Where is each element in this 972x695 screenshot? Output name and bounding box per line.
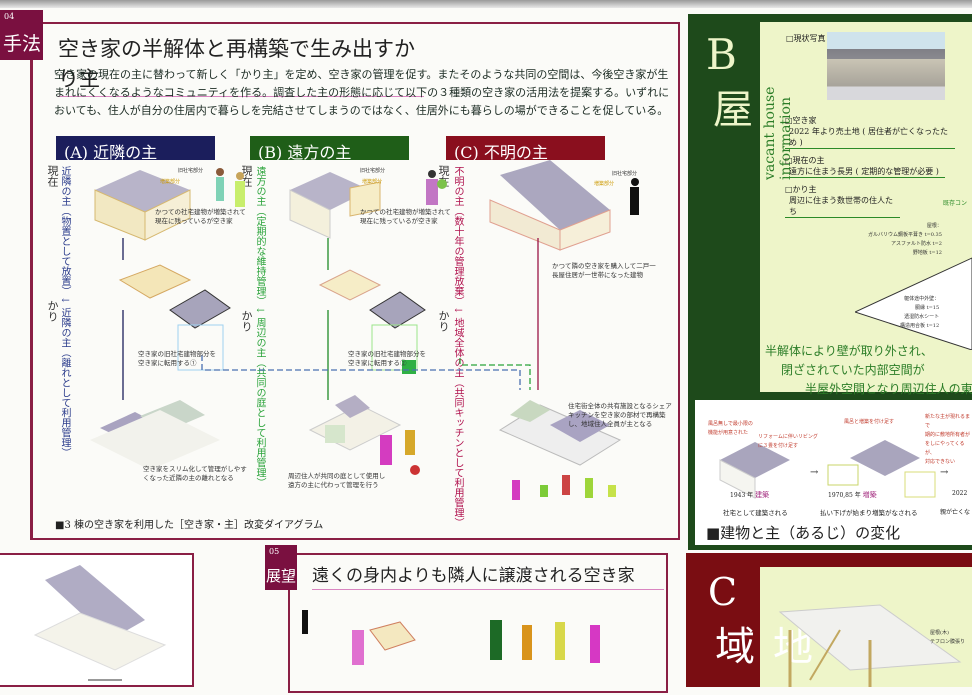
- callout-b-old: 旧社宅部分: [360, 168, 386, 174]
- house-a-result-illustration: [90, 400, 220, 470]
- callout-c-add: 増築部分: [594, 181, 615, 187]
- callout-c-old: 旧社宅部分: [612, 171, 638, 177]
- timeline-note-2b: 風呂と増築を付け足す: [844, 419, 895, 425]
- longhouse-illustration: [33, 565, 167, 681]
- section-tag-label: 手法: [3, 33, 42, 55]
- section-tag-label: 展望: [266, 567, 297, 585]
- timeline-2022: 2022: [952, 490, 968, 497]
- panel-b-letter: B: [706, 30, 737, 79]
- section-number: 04: [4, 12, 15, 21]
- caption-c-top: かつて隣の空き家を購入して二戸一長屋住居が一世帯になった建物: [552, 262, 656, 279]
- section-04-tag: 04 手法: [0, 10, 43, 60]
- house-b-result-illustration: [308, 395, 402, 451]
- svg-text:→: →: [810, 467, 819, 478]
- timeline-note-3: 新たな主が現れるまで期的に敷地所有者がをしにやってくるが、対応できない: [925, 414, 971, 465]
- house-b-current-illustration: [289, 172, 381, 239]
- column-a-vertical-text: 近隣の主（物置として放置）↓ 近隣の主（離れとして利用管理）: [59, 166, 70, 458]
- column-b-header: (B) 遠方の主: [250, 136, 409, 162]
- intro-paragraph: 空き家の現在の主に替わって新しく「かり主」を定め、空き家の管理を促す。またそのよ…: [54, 66, 669, 120]
- house-a-disassembled-illustration: [118, 264, 231, 371]
- table-illustration: [778, 604, 962, 687]
- timeline-illustrations: → →: [719, 440, 949, 499]
- section-04-frame: [30, 22, 680, 540]
- section-05-title: 遠くの身内よりも隣人に譲渡される空き家: [312, 561, 664, 590]
- caption-a-mid: 空き家の旧社宅建物部分を空き家に転用する①: [138, 350, 216, 367]
- diagram-illustrations: [90, 160, 639, 500]
- caption-a-top: かつての社宅建物が増築されて現在に残っているが空き家: [155, 208, 246, 225]
- person-walking-illustration: [426, 170, 447, 205]
- flow-arrows: [122, 238, 539, 400]
- label-kari-b: かり: [240, 310, 253, 332]
- timeline-1943: 1943 年 建築: [730, 491, 770, 499]
- caption-b-top: かつての社宅建物が増築されて現在に残っているが空き家: [360, 208, 451, 225]
- timeline-desc-3: 親が亡くな: [940, 509, 971, 516]
- timeline-note-1: 風呂無しで最小限の機能が用意された: [708, 421, 753, 436]
- caption-c-bottom: 住宅街全体の共有施設となるシェアキッチンを空き家の部材で再構築し、地域住人全員が…: [568, 402, 672, 428]
- section-05-tag: 05 展望: [265, 545, 297, 590]
- label-now-a: 現在: [46, 165, 59, 187]
- timeline-1970: 1970,85 年 増築: [828, 491, 877, 499]
- caption-b-mid: 空き家の旧社宅建物部分を空き家に転用する②: [348, 350, 426, 367]
- catch-copy: 半解体により壁が取り外され、閉ざされていた内部空間が半屋外空間となり周辺住人の東…: [765, 344, 972, 396]
- table-spec: 屋根(木)テフロン膜張り: [930, 630, 966, 645]
- column-a-header: (A) 近隣の主: [56, 136, 215, 162]
- person-illustration: [216, 168, 245, 207]
- people-transfer-illustration: [302, 610, 600, 665]
- panel-c-letter: C: [708, 570, 738, 614]
- panel-b-title: 隣人たちの東屋: [706, 88, 810, 364]
- callout-a-old: 旧社宅部分: [178, 168, 204, 174]
- timeline-desc-1: 社宅として建築される: [723, 509, 788, 517]
- house-c-current-illustration: [489, 160, 611, 251]
- para-line: まれにくくなるようなコミュニティを作る。調査した主の形態に応じて以下の３種類の空…: [54, 86, 670, 99]
- callout-a-add: 増築部分: [160, 179, 181, 185]
- label-kari-c: かり: [437, 310, 450, 332]
- house-a-current-illustration: [94, 170, 191, 241]
- svg-text:→: →: [940, 467, 949, 478]
- people-c-illustration: [512, 475, 616, 500]
- diagram-caption: ■3 棟の空き家を利用した［空き家・主］改変ダイアグラム: [55, 520, 324, 531]
- timeline-note-2: リフォームに伴いリビングに３畳を付け足す: [758, 434, 818, 449]
- column-c-header: (C) 不明の主: [446, 136, 605, 162]
- para-line: 空き家の現在の主に替わって新しく「かり主」を定め、空き家の管理を促す。またそのよ…: [54, 68, 669, 81]
- change-title: ■建物と主（あるじ）の変化: [706, 524, 901, 542]
- silhouette-illustration: [630, 178, 639, 215]
- photo-label: □現状写真: [786, 34, 826, 43]
- column-b-vertical-text: 遠方の主（定期的な維持管理）↓ 周辺の主（共同の庭として利用管理）: [254, 166, 265, 488]
- people-b-illustration: [380, 430, 420, 475]
- label-kari-a: かり: [46, 300, 59, 322]
- timeline-desc-2: 払い下げが始まり増築がなされる: [820, 509, 918, 517]
- existing-tag: 既存コン: [943, 200, 968, 207]
- house-c-result-illustration: [498, 400, 622, 466]
- caption-b-bottom: 周辺住人が共同の庭として使用し遠方の主に代わって管理を行う: [288, 472, 386, 489]
- section-04-title: 空き家の半解体と再構築で生み出すかり主: [58, 33, 424, 97]
- callout-b-add: 増築部分: [362, 179, 383, 185]
- azumaya-plan-illustration: [855, 257, 972, 350]
- scan-edge: [0, 0, 972, 8]
- section-number: 05: [269, 547, 280, 556]
- caption-a-bottom: 空き家をスリム化して管理がしやすくなった近隣の主の離れとなる: [143, 465, 247, 482]
- column-c-vertical-text: 不明の主（数十年の管理放棄）↓ 地域全体の主（共同キッチンとして利用管理）: [452, 166, 463, 528]
- para-line: おいても、住人が自分の住居内で暮らしを完結させてしまうのではなく、住居外にも暮ら…: [54, 104, 669, 117]
- current-photo: [827, 32, 945, 100]
